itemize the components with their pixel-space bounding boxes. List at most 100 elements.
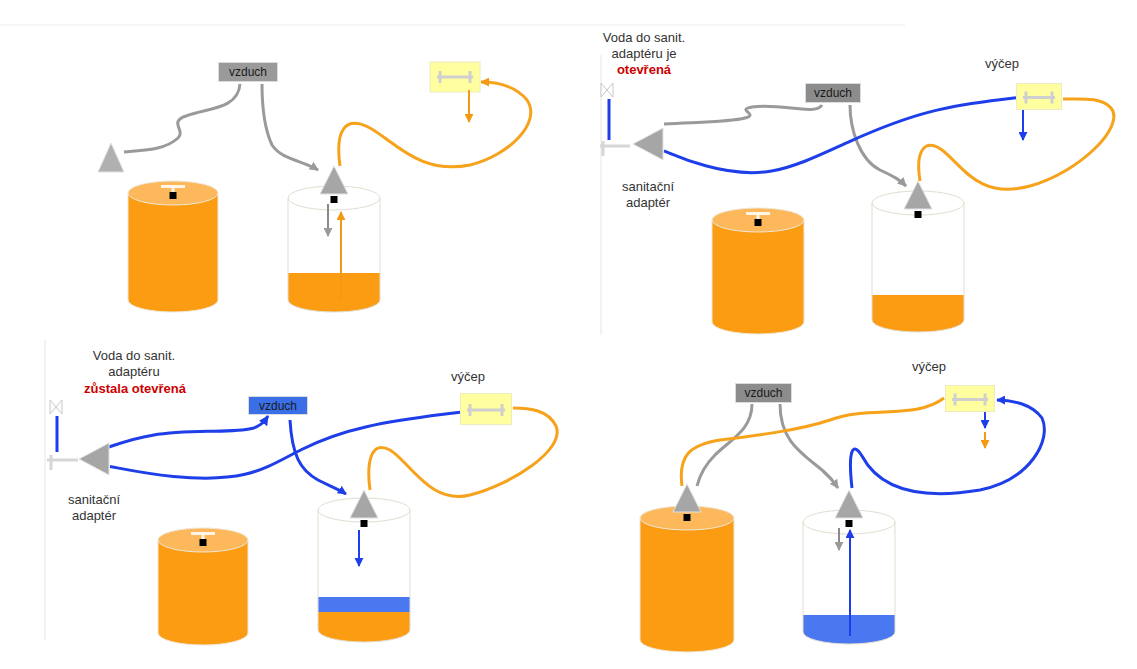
beer-hose [919, 99, 1114, 189]
adapter-shape [78, 442, 110, 476]
node-label: vzduch [259, 399, 297, 413]
air-box: vzduch [735, 383, 792, 403]
air-box: vzduch [805, 83, 861, 103]
empty-keg [803, 490, 895, 644]
adapter-shape [632, 127, 664, 161]
flow-arrow [984, 410, 986, 428]
node-label: vzduch [814, 86, 852, 100]
tap-symbol [1017, 84, 1063, 111]
beer-hose [681, 398, 944, 486]
adapter-fitting [600, 141, 630, 156]
empty-keg [318, 490, 410, 642]
illustration-part [318, 597, 410, 612]
empty-keg [288, 166, 380, 312]
air-hose [262, 84, 318, 170]
flow-arrow [358, 530, 360, 566]
full-keg [128, 181, 218, 312]
tap-box: výčep [1016, 83, 1062, 110]
flow-arrow [340, 212, 342, 300]
water-pipe [608, 99, 611, 140]
illustration-part [746, 212, 770, 226]
illustration-part [161, 185, 185, 199]
air-box: vzduch [248, 396, 308, 415]
illustration-part [128, 181, 218, 205]
flow-arrow [849, 530, 851, 636]
illustration-part [872, 203, 964, 332]
sanitation-adapter: sanitační adaptér [632, 127, 664, 161]
adapter-fitting [47, 455, 78, 470]
water-hose [850, 400, 1044, 494]
flow-arrow [984, 432, 986, 448]
beer-hose [339, 82, 531, 167]
flow-arrow [468, 90, 470, 122]
air-box: vzduch [218, 62, 278, 82]
illustration-part [904, 181, 932, 218]
water-pipe [56, 416, 59, 452]
flow-arrow [838, 528, 840, 550]
tap-handle [952, 394, 988, 406]
illustration-part [437, 71, 473, 83]
full-keg [712, 208, 804, 334]
water-valve [601, 83, 613, 97]
sanitation-adapter: sanitační adaptér [78, 442, 110, 476]
water-hose [106, 416, 268, 448]
adapter-triangle [79, 443, 109, 475]
illustration-part [288, 273, 380, 312]
empty-keg [872, 181, 964, 332]
warning-note: otevřená [588, 62, 700, 78]
tap-handle [1023, 92, 1055, 104]
tap-symbol [946, 386, 996, 413]
air-hose [124, 84, 240, 152]
water-hose [664, 98, 1016, 173]
tap-box: výčep [945, 385, 995, 412]
tap-label: výčep [910, 359, 948, 374]
illustration-part [640, 518, 734, 652]
divider-line [0, 25, 905, 26]
illustration-part [158, 528, 248, 552]
tap-label: výčep [983, 56, 1021, 71]
node-label: vzduch [744, 386, 782, 400]
adapter-triangle [633, 128, 663, 160]
note-text: Voda do sanit. adaptéru [78, 348, 190, 380]
air-hose [664, 105, 822, 124]
tap [430, 62, 480, 92]
illustration-part [430, 62, 480, 92]
illustration-part [320, 166, 348, 203]
illustration-part [128, 193, 218, 312]
illustration-part [712, 208, 804, 232]
illustration-part [318, 612, 410, 642]
illustration-part [803, 522, 895, 644]
full-keg [158, 528, 248, 645]
flow-arrow [327, 204, 329, 236]
illustration-part [872, 295, 964, 332]
illustration-part [712, 220, 804, 334]
illustration-part [673, 484, 701, 521]
water-hose [110, 412, 460, 478]
illustration-part [318, 510, 410, 642]
illustration-part [288, 198, 380, 312]
water-hose [290, 420, 346, 494]
air-hose [850, 105, 906, 186]
node-label: vzduch [229, 65, 267, 79]
tap-symbol [461, 394, 513, 426]
adapter-label: sanitační adaptér [62, 492, 126, 524]
note-text: Voda do sanit. adaptéru je [588, 30, 700, 62]
illustration-part [191, 532, 215, 546]
water-valve [50, 400, 62, 414]
air-hose [780, 404, 838, 488]
tap-label: výčep [449, 369, 487, 384]
tap-handle [467, 404, 505, 416]
illustration-part [350, 490, 378, 527]
illustration-part [158, 540, 248, 645]
warning-note: zůstala otevřená [68, 381, 202, 397]
loose-coupler [98, 143, 124, 172]
tap-box: výčep [460, 393, 512, 425]
adapter-label: sanitační adaptér [616, 179, 680, 211]
illustration-part [835, 490, 863, 527]
full-keg [640, 484, 734, 652]
